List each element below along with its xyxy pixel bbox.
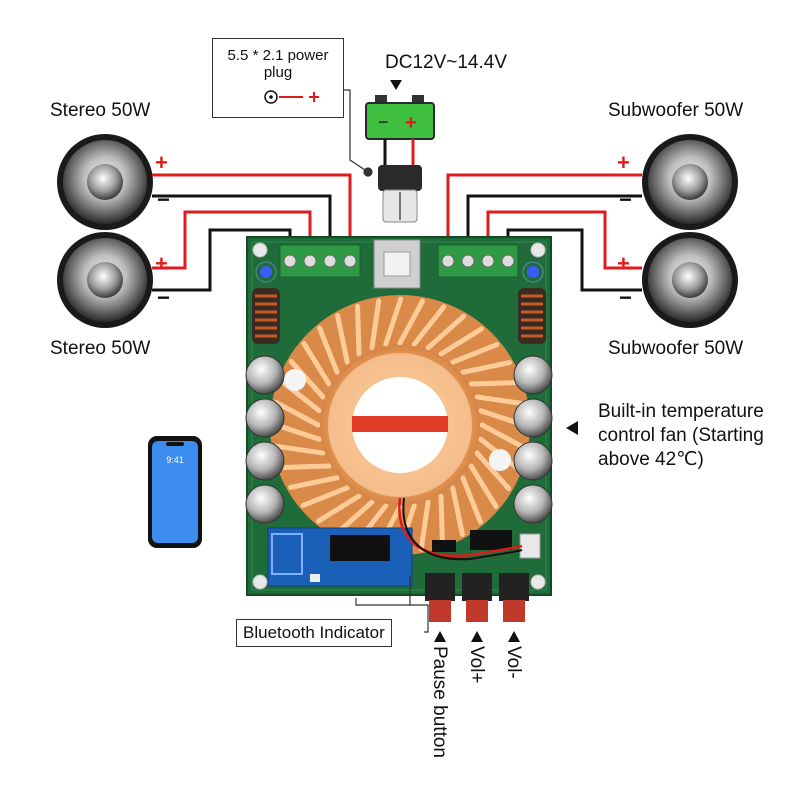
heatsink-fin [468, 380, 522, 387]
power-plug-callout: 5.5 * 2.1 power plug [212, 38, 344, 118]
arrow-down-icon [390, 80, 402, 90]
inductor-icon [252, 288, 280, 344]
heatsink-fin [355, 303, 362, 357]
fan-note-line-3: above 42℃) [598, 449, 704, 470]
capacitor-icon [245, 355, 553, 524]
speaker-icon [642, 134, 738, 230]
heatsink-fin [317, 325, 340, 375]
subwoofer-label-bottom: Subwoofer 50W [608, 338, 744, 359]
arrow-left-icon [566, 421, 578, 435]
plug-pointer [344, 89, 373, 177]
heatsink-fin [468, 463, 499, 510]
heatsink-fin [369, 298, 382, 351]
subwoofer-label-top: Subwoofer 50W [608, 100, 744, 121]
arrow-up-icon [508, 631, 520, 642]
stereo-label-top: Stereo 50W [50, 100, 151, 121]
speaker-icon [57, 134, 153, 230]
fan-note-line-1: Built-in temperature [598, 401, 764, 422]
dc-jack-icon [378, 165, 422, 223]
heatsink-fin [288, 475, 340, 490]
svg-text:9:41: 9:41 [166, 455, 184, 465]
pause-button[interactable] [425, 573, 455, 622]
svg-text:−: − [157, 187, 170, 212]
fan-note-line-2: control fan (Starting [598, 425, 764, 446]
vol-minus-label: Vol- [503, 646, 524, 679]
bluetooth-module [267, 527, 413, 587]
bluetooth-pointer [409, 575, 429, 633]
fan-cable [398, 497, 523, 557]
phone-icon: 9:41 [148, 436, 202, 548]
heatsink-fin [397, 298, 426, 346]
terminal-block-right [437, 244, 519, 278]
svg-text:+: + [617, 150, 630, 175]
speaker-icon [57, 232, 153, 328]
heatsink-fin [438, 493, 445, 547]
heatsink-fin [278, 463, 332, 470]
svg-text:−: − [378, 112, 389, 132]
heatsink-fin [479, 422, 527, 451]
dc-socket [373, 239, 421, 289]
heatsink-fin [474, 394, 527, 407]
dc-jack-icon [264, 90, 319, 104]
svg-text:+: + [155, 150, 168, 175]
heatsink-fin [411, 304, 447, 347]
svg-text:+: + [155, 251, 168, 276]
battery-icon: − + [365, 95, 435, 170]
heatsink-fin [300, 485, 350, 508]
heatsink-fin [301, 340, 332, 387]
heatsink-fin [450, 485, 465, 537]
heatsink-fin [474, 450, 512, 492]
svg-text:−: − [619, 187, 632, 212]
arrow-up-icon [434, 631, 446, 642]
heatsink-fin [460, 475, 483, 525]
fan-icon [328, 353, 472, 497]
vol-minus-button[interactable] [499, 573, 529, 622]
pause-button-label: Pause button [429, 646, 450, 758]
dc-voltage-label: DC12V~14.4V [385, 52, 507, 73]
speaker-icon [642, 232, 738, 328]
arrow-up-icon [471, 631, 483, 642]
heatsink-fin [450, 342, 500, 365]
heatsink-fin [335, 313, 350, 365]
bluetooth-indicator-label: Bluetooth Indicator [236, 619, 392, 647]
svg-text:+: + [617, 251, 630, 276]
inductor-icon [518, 288, 546, 344]
fan-note: Built-in temperature control fan (Starti… [598, 400, 764, 472]
power-plug-label: 5.5 * 2.1 power plug [227, 47, 329, 81]
svg-text:+: + [405, 112, 417, 134]
vol-plus-button[interactable] [462, 573, 492, 622]
polarity-marks: + − + − + − + − [155, 150, 632, 310]
heatsink-fin [438, 326, 485, 357]
terminal-block-left [279, 244, 361, 278]
heatsink-fin [425, 313, 467, 351]
stereo-label-bottom: Stereo 50W [50, 338, 151, 359]
heatsink-fin [273, 443, 326, 456]
heatsink-fin [460, 360, 512, 375]
heatsink-fin [288, 358, 326, 400]
heatsink-fin [418, 499, 431, 552]
heatsink-fin [383, 296, 404, 347]
heatsink-fin [273, 399, 321, 428]
heatsink-fin [315, 493, 362, 524]
vol-plus-label: Vol+ [466, 646, 487, 684]
